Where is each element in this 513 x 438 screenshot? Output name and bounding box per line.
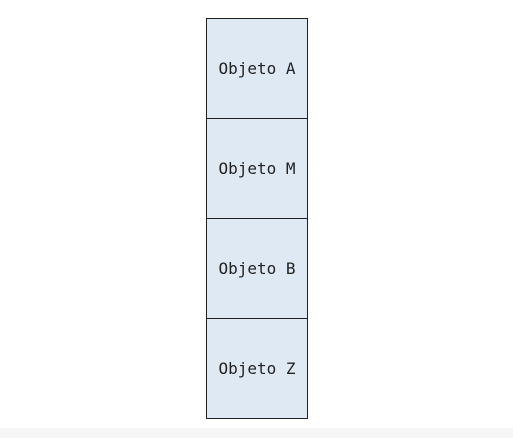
object-stack: Objeto A Objeto M Objeto B Objeto Z	[206, 18, 308, 419]
object-label: Objeto B	[218, 259, 296, 278]
object-box-b: Objeto B	[206, 218, 308, 319]
object-label: Objeto Z	[218, 359, 296, 378]
object-box-m: Objeto M	[206, 118, 308, 219]
object-box-z: Objeto Z	[206, 318, 308, 419]
object-label: Objeto A	[218, 59, 296, 78]
object-box-a: Objeto A	[206, 18, 308, 119]
diagram-canvas: Objeto A Objeto M Objeto B Objeto Z	[206, 18, 308, 419]
object-label: Objeto M	[218, 159, 296, 178]
